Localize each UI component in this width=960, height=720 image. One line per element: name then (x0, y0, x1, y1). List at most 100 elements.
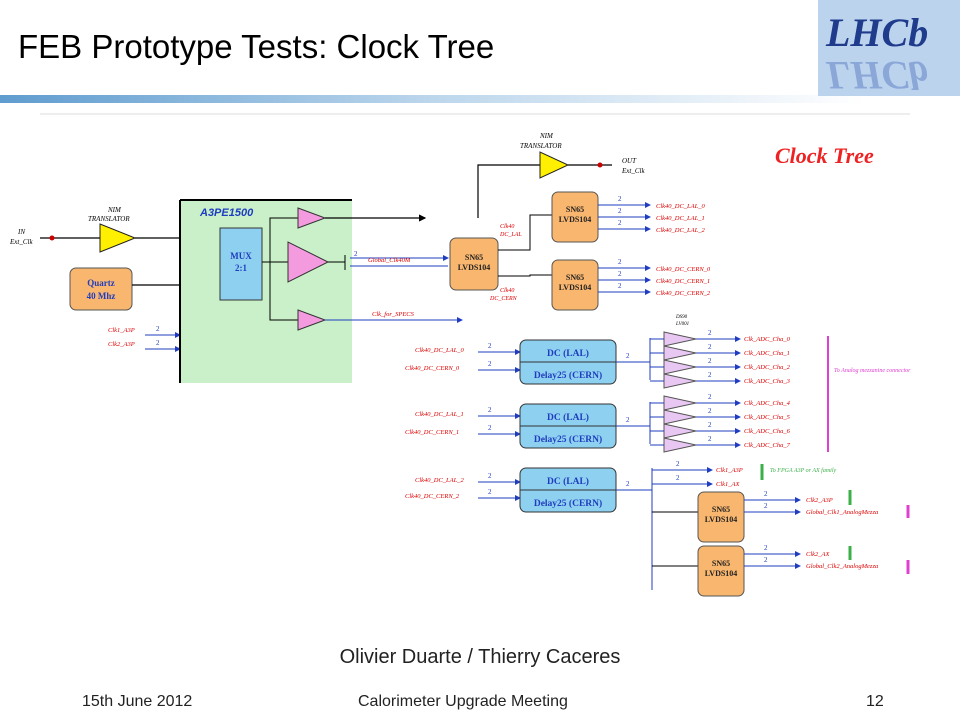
fpga-clock-distribution: 2 2 Clk1_A3P Clk1_AX To FPGA A3P or AX f… (651, 460, 910, 597)
svg-text:2: 2 (354, 250, 358, 258)
svg-text:SN65: SN65 (712, 559, 730, 568)
svg-text:Clk40_DC_CERN_0: Clk40_DC_CERN_0 (656, 266, 711, 273)
svg-text:Clk40: Clk40 (500, 287, 514, 294)
mux-2to1 (219, 227, 263, 301)
svg-text:DC (LAL): DC (LAL) (547, 412, 589, 423)
svg-text:LVDS104: LVDS104 (559, 283, 592, 292)
svg-text:2: 2 (618, 219, 622, 227)
svg-text:TRANSLATOR: TRANSLATOR (520, 142, 562, 150)
svg-text:Clk40_DC_CERN_1: Clk40_DC_CERN_1 (656, 278, 710, 285)
sn65-cern: SN65 LVDS104 2 2 2 Clk40_DC_CERN_0 Clk40… (551, 258, 711, 311)
svg-text:Global_Clk1_AnalogMezza: Global_Clk1_AnalogMezza (806, 509, 878, 516)
diagram-heading: Clock Tree (775, 143, 874, 168)
svg-text:2: 2 (708, 435, 712, 443)
svg-text:2:1: 2:1 (235, 263, 247, 273)
svg-text:2: 2 (708, 371, 712, 379)
svg-text:2: 2 (618, 270, 622, 278)
adc-buffers-0: DS90 LV001 2 2 2 2 Clk_ADC_Cha_0 Clk_ADC… (649, 315, 791, 389)
svg-text:SN65: SN65 (712, 505, 730, 514)
svg-text:Clk40_DC_CERN_1: Clk40_DC_CERN_1 (405, 429, 459, 436)
delay-block-1: Clk40_DC_LAL_1 Clk40_DC_CERN_1 2 2 DC (L… (405, 403, 650, 449)
svg-text:40 Mhz: 40 Mhz (87, 291, 116, 301)
svg-text:2: 2 (708, 421, 712, 429)
svg-text:2: 2 (156, 325, 160, 333)
authors: Olivier Duarte / Thierry Caceres (339, 646, 621, 668)
buffer-specs (297, 309, 327, 331)
svg-text:LVDS104: LVDS104 (705, 569, 738, 578)
svg-text:DC (LAL): DC (LAL) (547, 476, 589, 487)
svg-text:2: 2 (488, 360, 492, 368)
svg-text:SN65: SN65 (566, 205, 584, 214)
buffer-global (287, 241, 330, 283)
svg-text:Clk40_DC_LAL_2: Clk40_DC_LAL_2 (656, 227, 706, 234)
svg-text:2: 2 (618, 282, 622, 290)
svg-text:Clk_ADC_Cha_3: Clk_ADC_Cha_3 (744, 378, 791, 385)
svg-text:Clk1_A3P: Clk1_A3P (716, 467, 743, 474)
svg-text:2: 2 (488, 406, 492, 414)
svg-text:Quartz: Quartz (87, 278, 115, 288)
svg-text:To Analog mezzanine connector: To Analog mezzanine connector (834, 368, 911, 374)
svg-text:Clk_for_SPECS: Clk_for_SPECS (372, 311, 415, 318)
svg-text:2: 2 (676, 460, 680, 468)
svg-text:Clk40_DC_LAL_2: Clk40_DC_LAL_2 (415, 477, 465, 484)
svg-text:2: 2 (488, 472, 492, 480)
clock-tree-diagram: Clock Tree IN Ext_Clk NIM TRANSLATOR Qua… (9, 113, 911, 597)
svg-text:SN65: SN65 (566, 273, 584, 282)
delay-block-2: Clk40_DC_LAL_2 Clk40_DC_CERN_2 2 2 DC (L… (405, 467, 652, 513)
svg-text:Clk_ADC_Cha_7: Clk_ADC_Cha_7 (744, 442, 791, 449)
svg-text:2: 2 (708, 357, 712, 365)
svg-text:DC (LAL): DC (LAL) (547, 348, 589, 359)
adc-buffers-1: 2 2 2 2 Clk_ADC_Cha_4 Clk_ADC_Cha_5 Clk_… (649, 393, 791, 453)
svg-text:2: 2 (488, 342, 492, 350)
fpga-block: A3PE1500 MUX 2:1 Global_Clk40M 2 Clk_for… (179, 199, 463, 383)
analog-mezzanine-note: To Analog mezzanine connector (827, 336, 911, 452)
svg-text:MUX: MUX (230, 251, 252, 261)
footer-page-number: 12 (866, 693, 884, 710)
svg-text:2: 2 (488, 424, 492, 432)
svg-text:2: 2 (626, 352, 630, 360)
svg-text:2: 2 (764, 490, 768, 498)
svg-text:To FPGA A3P or AX family: To FPGA A3P or AX family (770, 467, 837, 474)
svg-text:LHCb: LHCb (825, 53, 928, 96)
svg-text:DC_LAL: DC_LAL (499, 232, 522, 238)
svg-text:Clk2_AX: Clk2_AX (806, 551, 830, 558)
footer-date: 15th June 2012 (82, 693, 193, 710)
svg-text:2: 2 (764, 502, 768, 510)
svg-text:DS90: DS90 (675, 315, 688, 320)
svg-text:2: 2 (156, 339, 160, 347)
svg-text:Global_Clk2_AnalogMezza: Global_Clk2_AnalogMezza (806, 563, 878, 570)
svg-text:Delay25 (CERN): Delay25 (CERN) (534, 498, 602, 509)
svg-text:2: 2 (626, 480, 630, 488)
svg-text:2: 2 (708, 393, 712, 401)
lhcb-logo: LHCb LHCb (818, 0, 960, 98)
svg-text:Clk40_DC_CERN_2: Clk40_DC_CERN_2 (656, 290, 711, 297)
svg-text:2: 2 (618, 207, 622, 215)
svg-text:Clk40_DC_LAL_1: Clk40_DC_LAL_1 (415, 411, 464, 418)
svg-text:Clk40_DC_LAL_0: Clk40_DC_LAL_0 (415, 347, 465, 354)
svg-text:2: 2 (626, 416, 630, 424)
svg-text:Clk1_AX: Clk1_AX (716, 481, 740, 488)
svg-text:Clk40_DC_LAL_1: Clk40_DC_LAL_1 (656, 215, 705, 222)
svg-text:IN: IN (17, 228, 25, 236)
svg-text:Clk1_A3P: Clk1_A3P (108, 327, 135, 334)
svg-text:LVDS104: LVDS104 (705, 515, 738, 524)
svg-text:2: 2 (764, 556, 768, 564)
svg-text:2: 2 (676, 474, 680, 482)
footer-meeting: Calorimeter Upgrade Meeting (358, 693, 568, 710)
svg-text:2: 2 (708, 329, 712, 337)
svg-text:Clk40: Clk40 (500, 223, 514, 230)
svg-text:Clk_ADC_Cha_1: Clk_ADC_Cha_1 (744, 350, 790, 357)
buffer-1 (297, 207, 327, 229)
delay-block-0: Clk40_DC_LAL_0 Clk40_DC_CERN_0 2 2 DC (L… (405, 339, 650, 385)
svg-text:Delay25 (CERN): Delay25 (CERN) (534, 434, 602, 445)
svg-text:2: 2 (708, 343, 712, 351)
svg-text:Global_Clk40M: Global_Clk40M (368, 257, 411, 264)
svg-text:Clk2_A3P: Clk2_A3P (108, 341, 135, 348)
svg-text:2: 2 (618, 195, 622, 203)
svg-text:LVDS104: LVDS104 (559, 215, 592, 224)
svg-text:Clk_ADC_Cha_6: Clk_ADC_Cha_6 (744, 428, 791, 435)
sn65-main: SN65 LVDS104 Clk40 DC_LAL Clk40 DC_CERN (449, 214, 552, 302)
nim-translator-in (99, 223, 137, 253)
svg-text:Clk_ADC_Cha_0: Clk_ADC_Cha_0 (744, 336, 791, 343)
svg-text:Ext_Clk: Ext_Clk (9, 238, 33, 246)
